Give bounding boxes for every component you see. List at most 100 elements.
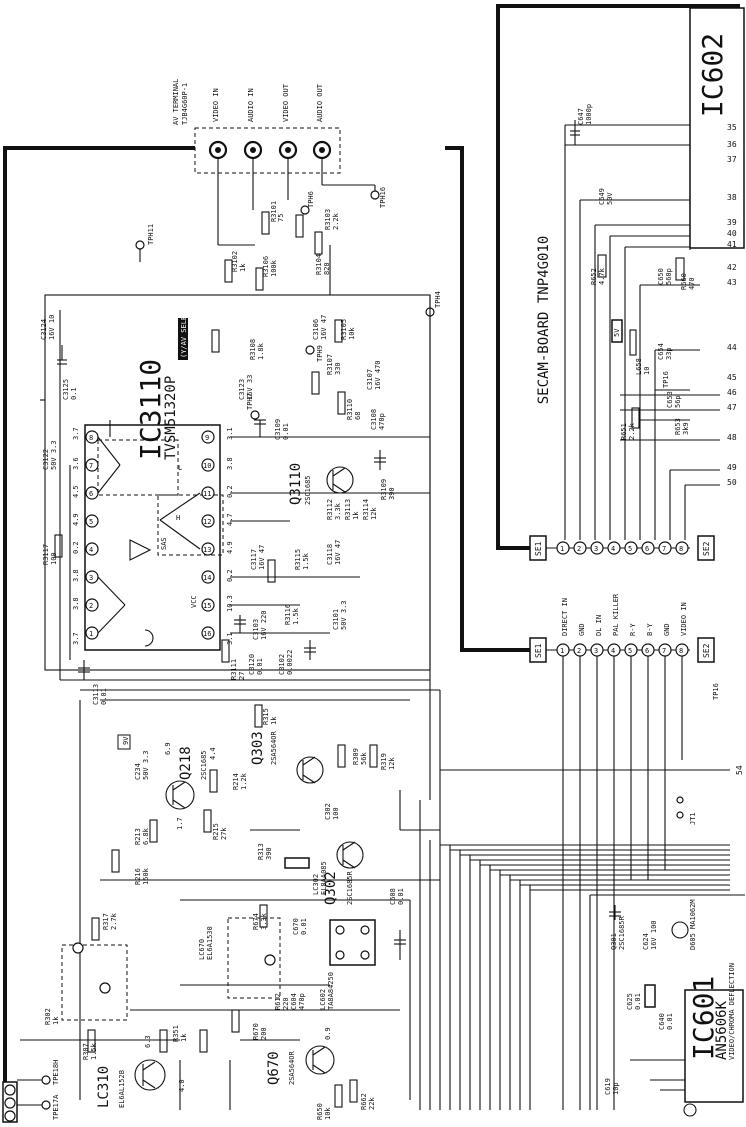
svg-text:42: 42 bbox=[727, 263, 737, 272]
svg-text:SE1: SE1 bbox=[534, 643, 543, 658]
svg-text:R3108: R3108 bbox=[249, 339, 257, 360]
svg-text:TPH4: TPH4 bbox=[434, 291, 442, 308]
svg-text:56k: 56k bbox=[360, 752, 368, 765]
svg-text:R3115: R3115 bbox=[294, 549, 302, 570]
svg-text:5: 5 bbox=[628, 545, 632, 553]
svg-text:GND: GND bbox=[663, 623, 671, 636]
svg-text:2: 2 bbox=[577, 647, 581, 655]
svg-text:6: 6 bbox=[645, 545, 649, 553]
svg-text:100: 100 bbox=[332, 807, 340, 820]
secam-board-wiring bbox=[564, 120, 720, 540]
svg-text:DIRECT IN: DIRECT IN bbox=[561, 598, 569, 636]
svg-text:150k: 150k bbox=[142, 867, 150, 885]
svg-text:2.2k: 2.2k bbox=[628, 422, 636, 440]
svg-text:3.6: 3.6 bbox=[72, 457, 80, 470]
svg-text:54: 54 bbox=[735, 765, 744, 775]
svg-text:C3109: C3109 bbox=[274, 419, 282, 440]
svg-text:R3104: R3104 bbox=[315, 254, 323, 275]
svg-text:470: 470 bbox=[688, 277, 696, 290]
svg-text:TP16: TP16 bbox=[662, 371, 670, 388]
svg-text:5V: 5V bbox=[613, 328, 621, 337]
svg-text:R3110: R3110 bbox=[346, 399, 354, 420]
svg-text:TPH6: TPH6 bbox=[307, 191, 315, 208]
svg-text:VIDEO IN: VIDEO IN bbox=[212, 88, 220, 122]
svg-text:Q670: Q670 bbox=[266, 1051, 282, 1085]
svg-text:R214: R214 bbox=[232, 773, 240, 790]
svg-text:C3103: C3103 bbox=[252, 619, 260, 640]
svg-text:C3120: C3120 bbox=[248, 654, 256, 675]
svg-text:820: 820 bbox=[323, 262, 331, 275]
svg-text:3.8: 3.8 bbox=[72, 569, 80, 582]
svg-text:38: 38 bbox=[727, 193, 737, 202]
svg-text:C3118: C3118 bbox=[326, 544, 334, 565]
svg-text:SE2: SE2 bbox=[702, 643, 711, 658]
svg-text:VIDEO OUT: VIDEO OUT bbox=[282, 83, 290, 122]
svg-text:0.1: 0.1 bbox=[70, 387, 78, 400]
svg-text:16V 47: 16V 47 bbox=[258, 545, 266, 570]
svg-text:Q3110: Q3110 bbox=[288, 463, 304, 505]
svg-text:75: 75 bbox=[277, 214, 285, 222]
svg-text:R315: R315 bbox=[262, 708, 270, 725]
svg-text:R3117: R3117 bbox=[42, 544, 50, 565]
svg-text:16: 16 bbox=[203, 630, 211, 638]
svg-text:R3112: R3112 bbox=[326, 499, 334, 520]
svg-text:50V 3.3: 50V 3.3 bbox=[50, 440, 58, 470]
svg-text:0.2: 0.2 bbox=[226, 485, 234, 498]
svg-text:16V 100: 16V 100 bbox=[650, 920, 658, 950]
svg-text:TA8A84250: TA8A84250 bbox=[327, 972, 335, 1010]
svg-text:R-Y: R-Y bbox=[629, 623, 637, 636]
svg-text:R3101: R3101 bbox=[270, 201, 278, 222]
svg-text:4.9: 4.9 bbox=[226, 541, 234, 554]
svg-text:1000p: 1000p bbox=[585, 104, 593, 125]
svg-text:3.3k: 3.3k bbox=[260, 912, 268, 930]
svg-text:AN5606K: AN5606K bbox=[714, 1000, 730, 1060]
svg-text:C653: C653 bbox=[666, 391, 674, 408]
svg-text:4.4: 4.4 bbox=[209, 747, 217, 760]
svg-text:5: 5 bbox=[628, 647, 632, 655]
svg-text:2SC1685: 2SC1685 bbox=[304, 475, 312, 505]
svg-text:2SC1685R: 2SC1685R bbox=[346, 870, 354, 905]
svg-text:EL6A1530: EL6A1530 bbox=[206, 926, 214, 960]
svg-text:3: 3 bbox=[89, 574, 93, 582]
svg-text:8: 8 bbox=[89, 434, 93, 442]
svg-text:0.01: 0.01 bbox=[282, 423, 290, 440]
svg-text:L: L bbox=[178, 464, 182, 472]
svg-text:7: 7 bbox=[662, 647, 666, 655]
svg-text:R651: R651 bbox=[620, 423, 628, 440]
ic3110-part: TVSM51320P bbox=[163, 376, 179, 460]
svg-text:4.9: 4.9 bbox=[72, 513, 80, 526]
svg-text:R309: R309 bbox=[352, 748, 360, 765]
svg-text:16V 47: 16V 47 bbox=[334, 540, 342, 565]
svg-text:H: H bbox=[176, 514, 180, 522]
svg-text:4: 4 bbox=[611, 545, 615, 553]
svg-text:C3113: C3113 bbox=[92, 684, 100, 705]
ic602-block: IC602 bbox=[689, 7, 745, 249]
svg-text:R3105: R3105 bbox=[340, 319, 348, 340]
svg-text:D605 MA1062M: D605 MA1062M bbox=[689, 899, 697, 950]
svg-text:1k: 1k bbox=[52, 1016, 60, 1025]
svg-text:R674: R674 bbox=[252, 913, 260, 930]
svg-text:13: 13 bbox=[203, 546, 211, 554]
ic3110-surroundings: C3124 16V 10 C3125 0.1 C3122 50V 3.3 R31… bbox=[40, 310, 430, 705]
svg-text:11: 11 bbox=[203, 490, 211, 498]
svg-text:R215: R215 bbox=[212, 823, 220, 840]
svg-text:TPE17A: TPE17A bbox=[52, 1094, 60, 1120]
svg-text:C3117: C3117 bbox=[250, 549, 258, 570]
svg-text:49: 49 bbox=[727, 463, 737, 472]
svg-text:1.7: 1.7 bbox=[176, 817, 184, 830]
svg-text:50V: 50V bbox=[606, 192, 614, 205]
ic3110-ref: IC3110 bbox=[134, 359, 167, 460]
svg-text:TPH7: TPH7 bbox=[246, 393, 254, 410]
svg-text:LC310: LC310 bbox=[96, 1066, 112, 1108]
main-connector: SE1 1 2 3 4 5 6 7 8 SE2 DIRECT IN GND DL… bbox=[529, 593, 720, 1110]
svg-text:1: 1 bbox=[560, 647, 564, 655]
svg-text:0.01: 0.01 bbox=[100, 688, 108, 705]
svg-text:C3123: C3123 bbox=[238, 379, 246, 400]
svg-text:9V: 9V bbox=[122, 736, 130, 745]
svg-text:R650: R650 bbox=[316, 1103, 324, 1120]
svg-text:390: 390 bbox=[388, 487, 396, 500]
svg-text:3.7: 3.7 bbox=[72, 632, 80, 645]
secam-board-labels: C647 1000p C649 50V R652 4.7k C650 560p … bbox=[577, 104, 696, 440]
svg-text:1: 1 bbox=[89, 630, 93, 638]
svg-text:390: 390 bbox=[265, 847, 273, 860]
